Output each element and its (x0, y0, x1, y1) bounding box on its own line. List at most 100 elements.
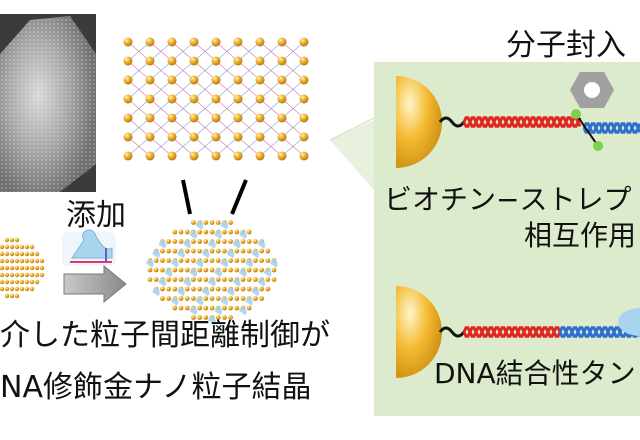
cluster-particle (24, 258, 30, 264)
cluster-particle (19, 244, 25, 250)
cluster-particle (29, 279, 35, 285)
cluster-particle (19, 258, 25, 264)
cluster-particle (9, 237, 15, 243)
lattice-particle (167, 56, 177, 66)
lattice-particle (145, 56, 155, 66)
cluster-particle (39, 265, 45, 271)
lattice-particle (167, 37, 177, 47)
lattice-particle (145, 75, 155, 85)
lattice-particle (145, 132, 155, 142)
lattice-particle (145, 151, 155, 161)
lattice-particle (123, 151, 133, 161)
cluster-particle (0, 258, 5, 264)
zoom-bar-left (181, 179, 192, 215)
lattice-particle (277, 75, 287, 85)
cluster-particle (24, 279, 30, 285)
lattice-particle (255, 75, 265, 85)
lattice-particle (277, 113, 287, 123)
cluster-particle (14, 293, 20, 299)
dna-strand-blue (582, 122, 640, 134)
cluster-particle (24, 244, 30, 250)
lattice-particle (189, 94, 199, 104)
cluster-particle (9, 265, 15, 271)
lattice-particle (123, 75, 133, 85)
lattice-particle (123, 132, 133, 142)
lattice-particle (145, 113, 155, 123)
lattice-particle (189, 113, 199, 123)
lattice-particle (167, 113, 177, 123)
cluster-particle (4, 244, 10, 250)
cluster-particle (29, 258, 35, 264)
cluster-particle (0, 244, 5, 250)
cluster-particle (9, 258, 15, 264)
cluster-particle (9, 244, 15, 250)
cluster-particle (14, 244, 20, 250)
lattice-particle (277, 151, 287, 161)
lattice-particle (299, 151, 309, 161)
lattice-particle (255, 132, 265, 142)
lattice-particle (211, 151, 221, 161)
dna-binding-construct (396, 286, 640, 378)
cluster-particle (29, 251, 35, 257)
zoom-line (329, 117, 375, 141)
biotin-dot (571, 109, 581, 119)
cluster-particle (0, 279, 5, 285)
lattice-particle (167, 75, 177, 85)
caption-line2: NA修飾金ナノ粒子結晶 (0, 370, 312, 405)
lattice-crystal (123, 37, 309, 161)
lattice-particle (211, 132, 221, 142)
lattice-particle (233, 132, 243, 142)
label-add: 添加 (66, 198, 126, 233)
lattice-particle (189, 151, 199, 161)
lattice-particle (233, 75, 243, 85)
lattice-particle (277, 132, 287, 142)
cluster-particle (24, 286, 30, 292)
dna-strand-red (462, 326, 562, 338)
cluster-particle (24, 251, 30, 257)
cluster-particle (9, 251, 15, 257)
dna-protein-icon (62, 229, 116, 266)
lattice-particle (299, 94, 309, 104)
binding-protein (618, 308, 640, 336)
cluster-particle (14, 279, 20, 285)
lattice-particle (123, 94, 133, 104)
cluster-particle (19, 251, 25, 257)
label-biotin-line2: 相互作用 (524, 219, 637, 252)
lattice-particle (123, 37, 133, 47)
lattice-particle (211, 37, 221, 47)
lattice-particle (211, 56, 221, 66)
cluster-particle (14, 258, 20, 264)
lattice-particle (299, 113, 309, 123)
cluster-particle (4, 251, 10, 257)
cluster-particle (0, 272, 5, 278)
gold-particle-cluster (0, 237, 45, 299)
cluster-particle (0, 286, 5, 292)
lattice-particle (233, 37, 243, 47)
lattice-particle (277, 37, 287, 47)
lattice-particle (277, 94, 287, 104)
cluster-particle (39, 272, 45, 278)
lattice-particle (255, 94, 265, 104)
cluster-particle (4, 237, 10, 243)
cluster-particle (4, 265, 10, 271)
cluster-particle (34, 251, 40, 257)
lattice-particle (233, 151, 243, 161)
cluster-particle (14, 286, 20, 292)
cluster-particle (0, 265, 5, 271)
cluster-particle (14, 251, 20, 257)
lattice-particle (277, 56, 287, 66)
cluster-particle (34, 265, 40, 271)
zoom-wedge (330, 120, 374, 190)
lattice-particle (299, 37, 309, 47)
caption-line1: 介した粒子間距離制御が (0, 318, 330, 353)
cluster-particle (24, 265, 30, 271)
lattice-particle (255, 56, 265, 66)
biotin-construct (396, 72, 640, 168)
lattice-particle (189, 132, 199, 142)
lattice-particle (299, 75, 309, 85)
dna-strand-red (462, 116, 582, 128)
cluster-particle (0, 251, 5, 257)
cluster-particle (9, 272, 15, 278)
lattice-particle (189, 56, 199, 66)
label-molecule-encapsulation: 分子封入 (506, 28, 626, 63)
